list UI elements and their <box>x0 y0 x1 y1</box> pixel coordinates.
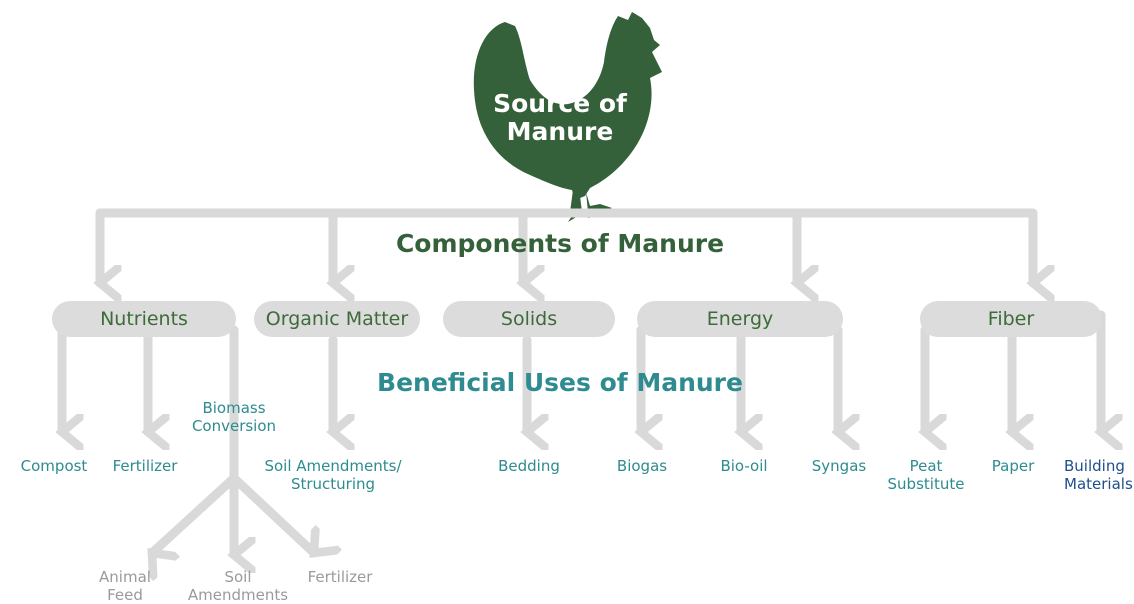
peat-line2: Substitute <box>887 475 965 493</box>
animal-feed-line1: Animal <box>99 568 151 586</box>
soil-amendments-line1: Soil <box>224 568 252 586</box>
use-syngas: Syngas <box>811 457 867 475</box>
use-biogas: Biogas <box>616 457 668 475</box>
use-bedding: Bedding <box>498 457 560 475</box>
use-building-materials: Building Materials <box>1064 457 1134 493</box>
output-fertilizer: Fertilizer <box>307 568 373 586</box>
biomass-line1: Biomass <box>202 399 266 417</box>
biomass-line2: Conversion <box>191 417 277 435</box>
output-animal-feed: Animal Feed <box>86 568 164 604</box>
building-line1: Building <box>1064 457 1125 475</box>
use-peat-substitute: Peat Substitute <box>878 457 974 493</box>
use-compost: Compost <box>20 457 88 475</box>
output-soil-amendments: Soil Amendments <box>186 568 290 604</box>
use-soil-amendments-structuring: Soil Amendments/ Structuring <box>252 457 414 493</box>
uses-heading: Beneficial Uses of Manure <box>377 368 743 397</box>
use-biomass-conversion: Biomass Conversion <box>184 399 284 435</box>
use-connectors <box>62 310 1101 555</box>
use-paper: Paper <box>991 457 1035 475</box>
component-connectors <box>100 208 1033 283</box>
building-line2: Materials <box>1064 475 1133 493</box>
category-organic-matter: Organic Matter <box>254 301 420 337</box>
components-heading: Components of Manure <box>395 229 725 258</box>
peat-line1: Peat <box>909 457 943 475</box>
category-fiber: Fiber <box>920 301 1102 337</box>
category-solids: Solids <box>443 301 615 337</box>
soil-structuring-line1: Soil Amendments/ <box>264 457 402 475</box>
soil-amendments-line2: Amendments <box>187 586 289 604</box>
category-energy: Energy <box>637 301 843 337</box>
use-fertilizer: Fertilizer <box>112 457 178 475</box>
category-nutrients: Nutrients <box>52 301 236 337</box>
source-of-manure-title: Source of Manure <box>480 90 640 146</box>
source-title-line2: Manure <box>506 117 614 146</box>
soil-structuring-line2: Structuring <box>290 475 376 493</box>
source-title-line1: Source of <box>493 89 627 118</box>
use-bio-oil: Bio-oil <box>720 457 768 475</box>
animal-feed-line2: Feed <box>107 586 143 604</box>
